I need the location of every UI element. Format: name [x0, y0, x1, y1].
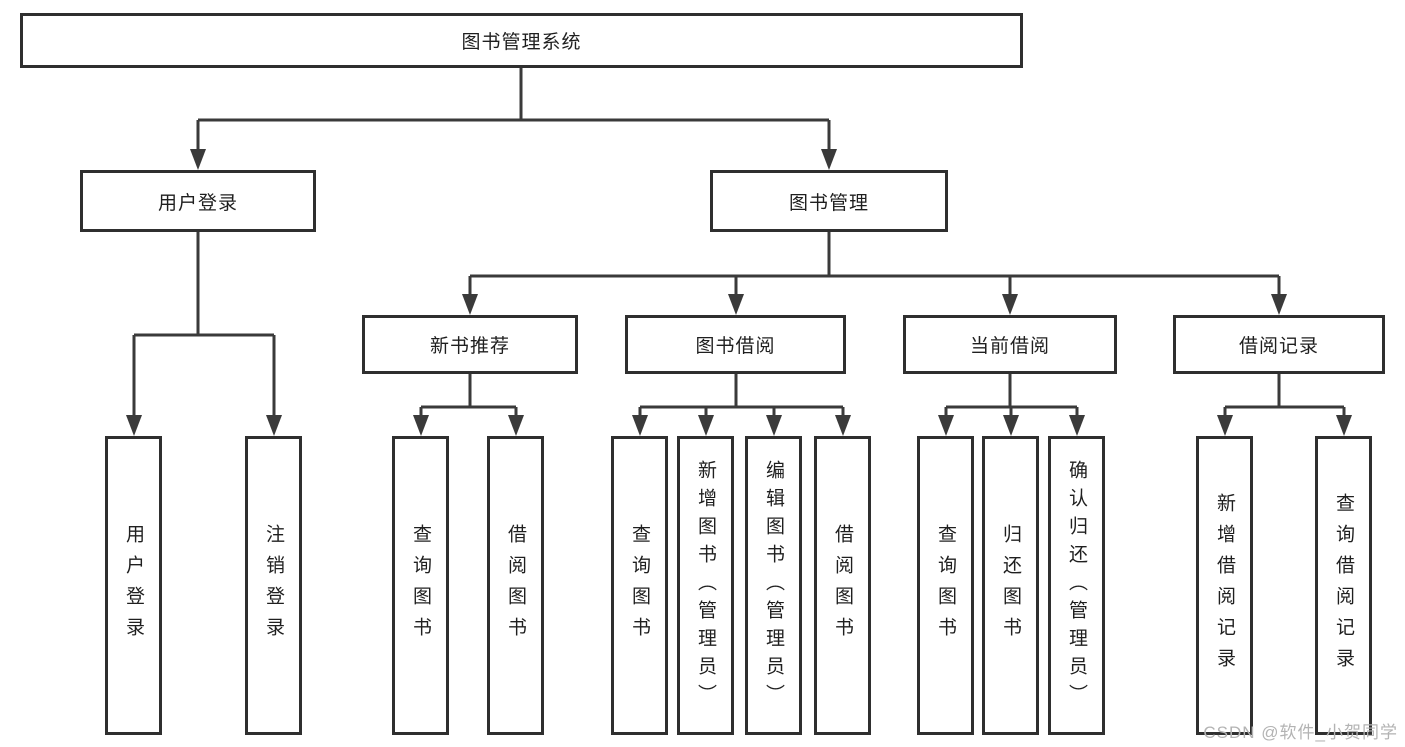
- leaf-add-borrow-record: 新增借阅记录: [1196, 436, 1253, 735]
- node-label: 查询借阅记录: [1333, 492, 1354, 679]
- node-label: 当前借阅: [969, 336, 1050, 357]
- leaf-query-borrow-record: 查询借阅记录: [1315, 436, 1372, 735]
- node-label: 借阅图书: [832, 523, 853, 648]
- node-label: 查询图书: [629, 523, 650, 648]
- node-book-borrowing: 图书借阅: [625, 315, 846, 374]
- leaf-borrow-books-borrowing: 借阅图书: [814, 436, 871, 735]
- node-label: 归还图书: [1000, 523, 1021, 648]
- node-label: 用户登录: [123, 523, 144, 648]
- node-borrowing-records: 借阅记录: [1173, 315, 1385, 374]
- leaf-query-books-recommend: 查询图书: [392, 436, 449, 735]
- node-current-borrowing: 当前借阅: [903, 315, 1117, 374]
- leaf-borrow-books-recommend: 借阅图书: [487, 436, 544, 735]
- leaf-return-books: 归还图书: [982, 436, 1039, 735]
- leaf-logout: 注销登录: [245, 436, 302, 735]
- node-user-login-branch: 用户登录: [80, 170, 316, 232]
- leaf-user-login: 用户登录: [105, 436, 162, 735]
- node-label: 图书管理系统: [461, 32, 582, 53]
- node-label: 借阅记录: [1238, 336, 1319, 357]
- node-label: 新书推荐: [429, 336, 510, 357]
- leaf-edit-books-admin: 编辑图书（管理员）: [745, 436, 802, 735]
- node-label: 图书管理: [788, 192, 869, 214]
- node-label: 用户登录: [157, 192, 238, 214]
- leaf-query-books-borrowing: 查询图书: [611, 436, 668, 735]
- node-new-book-recommendation: 新书推荐: [362, 315, 578, 374]
- node-label: 编辑图书（管理员）: [763, 459, 784, 712]
- node-label: 新增图书（管理员）: [695, 459, 716, 712]
- node-label: 新增借阅记录: [1214, 492, 1235, 679]
- node-label: 图书借阅: [695, 336, 776, 357]
- leaf-add-books-admin: 新增图书（管理员）: [677, 436, 734, 735]
- node-label: 注销登录: [263, 523, 284, 648]
- leaf-confirm-return-admin: 确认归还（管理员）: [1048, 436, 1105, 735]
- node-label: 借阅图书: [505, 523, 526, 648]
- leaf-query-books-current: 查询图书: [917, 436, 974, 735]
- node-library-system: 图书管理系统: [20, 13, 1023, 68]
- node-label: 查询图书: [935, 523, 956, 648]
- node-label: 查询图书: [410, 523, 431, 648]
- node-label: 确认归还（管理员）: [1066, 459, 1087, 712]
- node-book-management: 图书管理: [710, 170, 948, 232]
- csdn-watermark: CSDN @软件_小贺同学: [1203, 723, 1398, 742]
